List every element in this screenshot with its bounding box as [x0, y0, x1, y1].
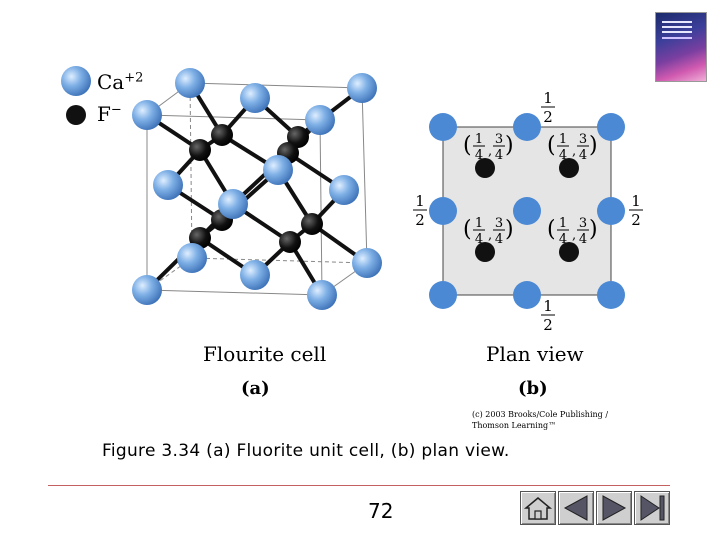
anion-charge: −: [111, 102, 122, 117]
legend-cation-icon: [60, 65, 92, 97]
svg-text:): ): [505, 217, 514, 242]
fluoride-ion: [211, 124, 233, 146]
calcium-ion: [153, 170, 183, 200]
figure-caption: Figure 3.34 (a) Fluorite unit cell, (b) …: [102, 441, 510, 461]
next-icon: [597, 492, 631, 524]
top-half-den: 2: [543, 108, 553, 126]
copyright-notice: (c) 2003 Brooks/Cole Publishing / Thomso…: [472, 409, 632, 431]
page-number: 72: [368, 499, 393, 523]
svg-text:1: 1: [475, 216, 483, 231]
panel-a-caption: Flourite cell: [203, 342, 326, 366]
calcium-ion: [307, 280, 337, 310]
svg-text:4: 4: [579, 148, 587, 163]
fluoride-ion: [189, 139, 211, 161]
calcium-ion: [175, 68, 205, 98]
anion-symbol: F: [97, 102, 111, 126]
calcium-ion: [132, 275, 162, 305]
end-button[interactable]: [634, 491, 670, 525]
cation-charge: +2: [124, 70, 143, 85]
panel-a-label: (a): [241, 378, 270, 399]
plan-calcium-ion: [513, 113, 541, 141]
svg-text:,: ,: [572, 144, 576, 159]
plan-view-figure: 1 2 1 2 1 2 1 2 ( 1 4 , 3 4 ) ( 1 4 ,: [400, 80, 660, 340]
left-half-num: 1: [415, 192, 425, 210]
bottom-half-num: 1: [543, 297, 553, 315]
svg-text:1: 1: [559, 132, 567, 147]
svg-text:): ): [589, 217, 598, 242]
legend-anion-label: F−: [97, 102, 122, 126]
svg-text:4: 4: [579, 232, 587, 247]
left-half-den: 2: [415, 211, 425, 229]
previous-button[interactable]: [558, 491, 594, 525]
panel-b-label: (b): [518, 378, 548, 399]
calcium-ion: [218, 189, 248, 219]
svg-text:4: 4: [559, 232, 567, 247]
plan-calcium-ion: [429, 113, 457, 141]
plan-calcium-ion: [513, 197, 541, 225]
calcium-ion: [263, 155, 293, 185]
svg-text:(: (: [463, 133, 472, 158]
calcium-ion: [240, 260, 270, 290]
svg-text:(: (: [547, 133, 556, 158]
calcium-ion: [177, 243, 207, 273]
calcium-ion: [329, 175, 359, 205]
svg-text:4: 4: [495, 232, 503, 247]
plan-calcium-ion: [597, 281, 625, 309]
panel-b-caption: Plan view: [486, 342, 584, 366]
svg-text:1: 1: [559, 216, 567, 231]
previous-icon: [559, 492, 593, 524]
end-icon: [635, 492, 669, 524]
svg-text:3: 3: [579, 216, 587, 231]
calcium-ion: [132, 100, 162, 130]
svg-text:4: 4: [475, 232, 483, 247]
calcium-ion: [352, 248, 382, 278]
home-button[interactable]: [520, 491, 556, 525]
fluoride-ion: [279, 231, 301, 253]
svg-text:,: ,: [488, 144, 492, 159]
svg-text:4: 4: [475, 148, 483, 163]
calcium-ion: [305, 105, 335, 135]
svg-text:3: 3: [579, 132, 587, 147]
right-half-num: 1: [631, 192, 641, 210]
svg-text:3: 3: [495, 132, 503, 147]
right-half-den: 2: [631, 211, 641, 229]
plan-calcium-ion: [513, 281, 541, 309]
svg-text:1: 1: [475, 132, 483, 147]
svg-text:(: (: [547, 217, 556, 242]
svg-text:,: ,: [572, 228, 576, 243]
svg-text:(: (: [463, 217, 472, 242]
plan-calcium-ion: [429, 197, 457, 225]
svg-text:4: 4: [495, 148, 503, 163]
cation-symbol: Ca: [97, 70, 124, 94]
svg-text:,: ,: [488, 228, 492, 243]
footer-divider: [48, 485, 670, 486]
fluorite-unit-cell-figure: [40, 55, 400, 335]
svg-text:): ): [589, 133, 598, 158]
next-button[interactable]: [596, 491, 632, 525]
plan-calcium-ion: [597, 113, 625, 141]
top-half-num: 1: [543, 89, 553, 107]
bottom-half-den: 2: [543, 316, 553, 334]
calcium-ion: [240, 83, 270, 113]
fluoride-ion: [301, 213, 323, 235]
calcium-ion: [347, 73, 377, 103]
book-cover-thumbnail: [655, 12, 707, 82]
legend-cation-label: Ca+2: [97, 70, 143, 94]
svg-text:): ): [505, 133, 514, 158]
svg-text:4: 4: [559, 148, 567, 163]
home-icon: [521, 492, 555, 524]
plan-calcium-ion: [597, 197, 625, 225]
legend-anion-icon: [65, 104, 87, 126]
svg-text:3: 3: [495, 216, 503, 231]
plan-calcium-ion: [429, 281, 457, 309]
